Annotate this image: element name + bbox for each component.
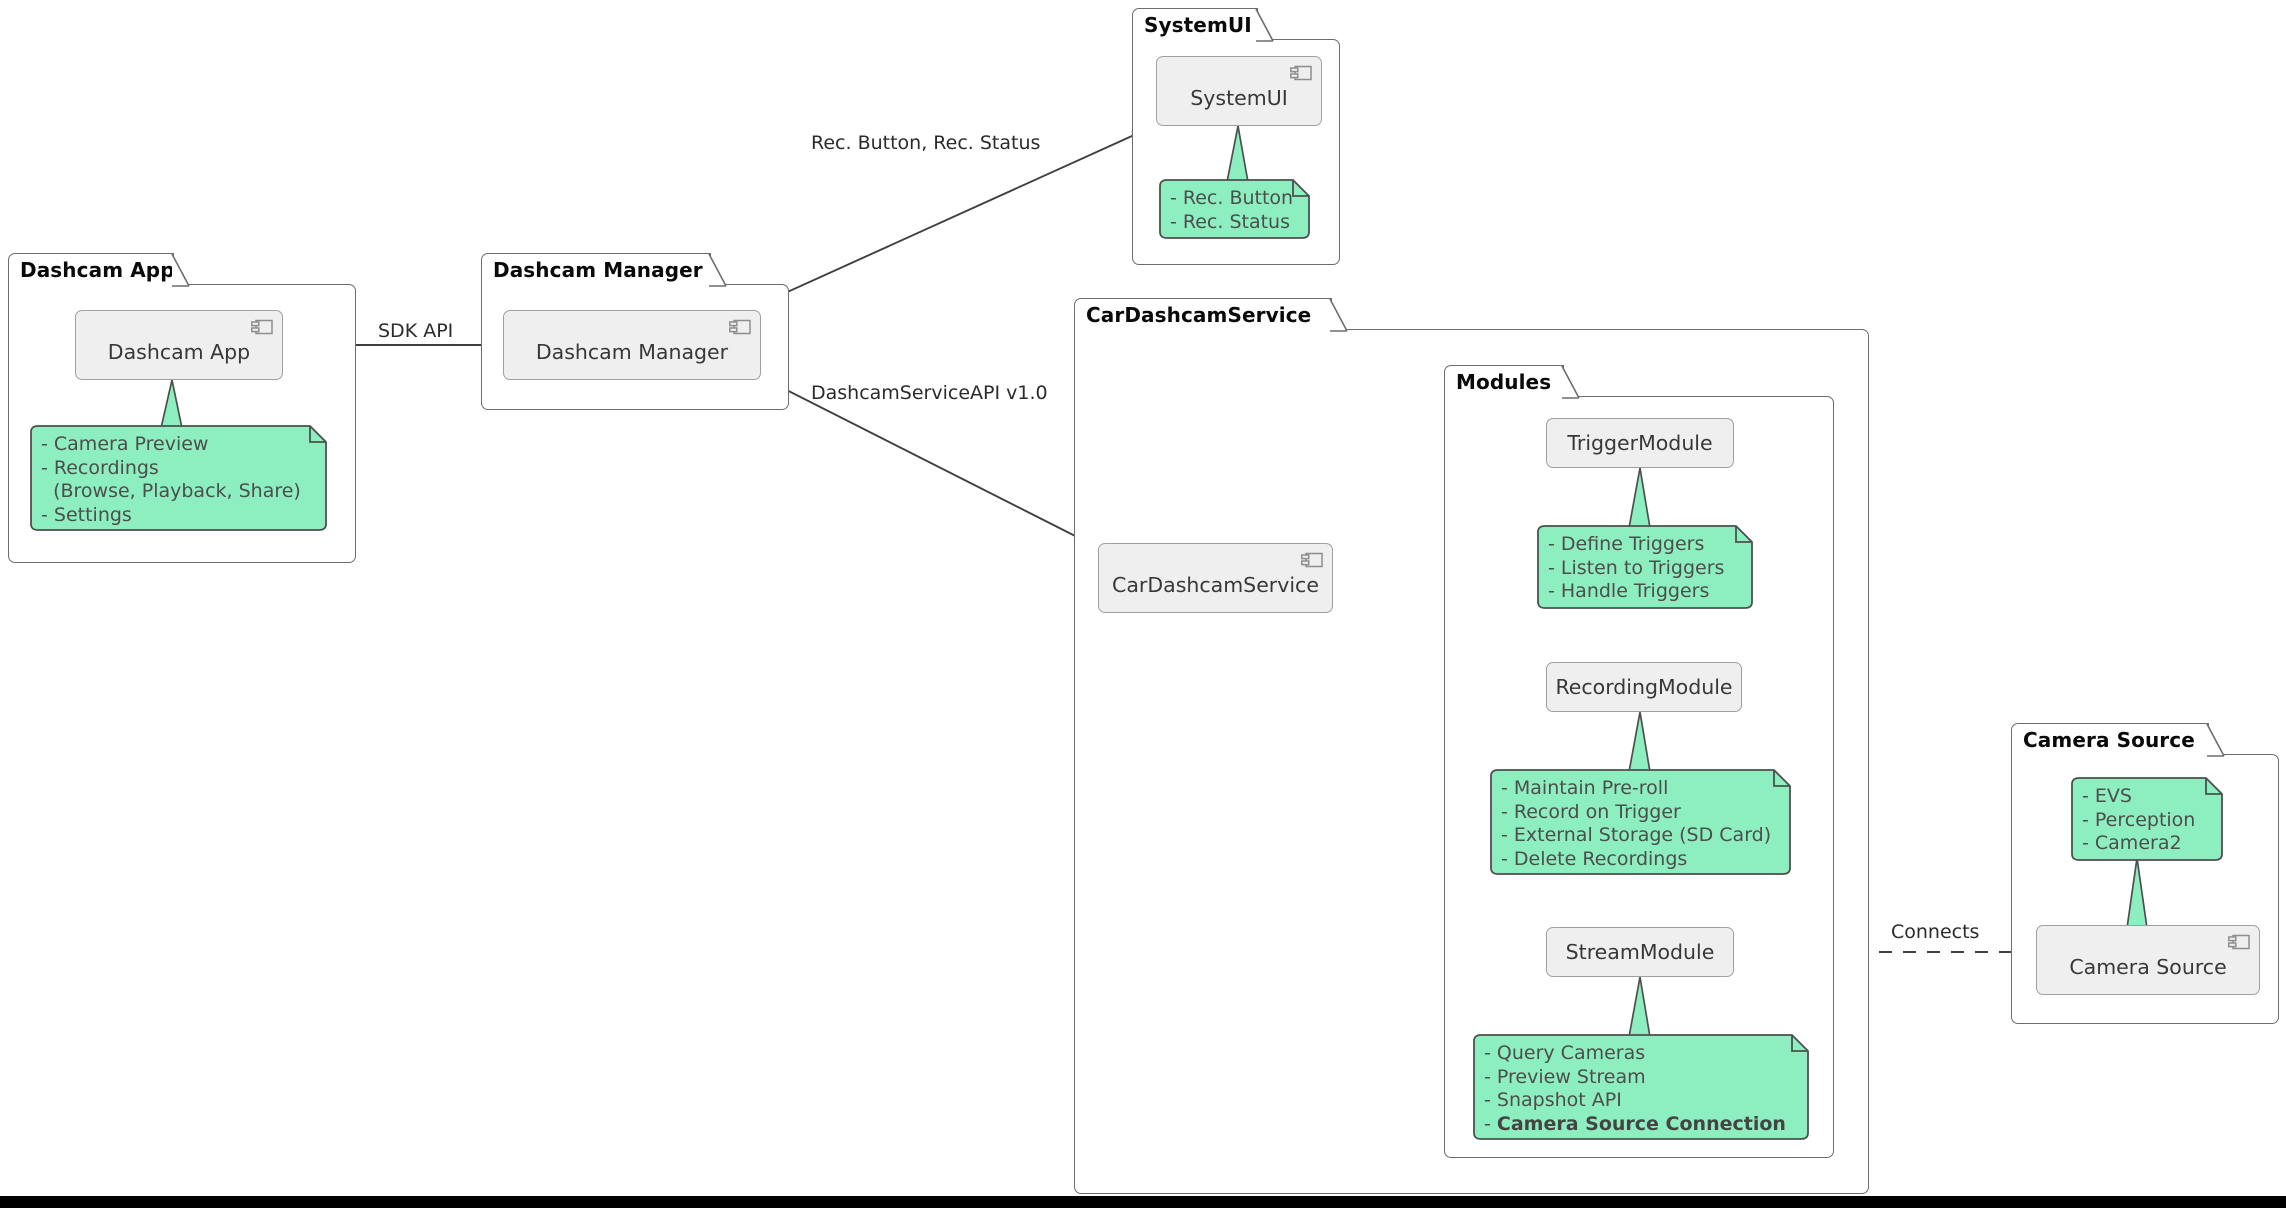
edge-label-connects: Connects: [1891, 921, 1980, 943]
package-notch-icon: [1561, 365, 1580, 399]
note-stream-module: - Query Cameras - Preview Stream - Snaps…: [1470, 1033, 1810, 1141]
package-label-modules: Modules: [1456, 369, 1552, 394]
uml-component-icon: [1290, 65, 1312, 81]
component-trigger-module[interactable]: TriggerModule: [1546, 418, 1734, 468]
note-trigger-module: - Define Triggers - Listen to Triggers -…: [1534, 524, 1754, 610]
component-cardashcamservice[interactable]: CarDashcamService: [1098, 543, 1333, 613]
note-shape: [1490, 769, 1791, 875]
package-notch-icon: [1255, 8, 1274, 42]
note-text-dashcam-app: - Camera Preview - Recordings (Browse, P…: [41, 433, 301, 526]
component-camera-source[interactable]: Camera Source: [2036, 925, 2260, 995]
component-dashcam-manager[interactable]: Dashcam Manager: [503, 310, 761, 380]
edge-label-rec-status: Rec. Button, Rec. Status: [811, 132, 1041, 154]
edge-label-dashcamserviceapi: DashcamServiceAPI v1.0: [811, 382, 1048, 404]
edge-dashcamserviceapi: [756, 374, 1094, 546]
note-text-systemui: - Rec. Button - Rec. Status: [1170, 187, 1294, 233]
note-shape: [2071, 777, 2223, 861]
package-notch-icon: [708, 253, 727, 287]
package-label-systemui: SystemUI: [1144, 12, 1252, 37]
package-label-dashcam-app: Dashcam App: [20, 257, 175, 282]
package-label-cardashcamservice: CarDashcamService: [1086, 302, 1312, 327]
component-label-systemui: SystemUI: [1190, 85, 1288, 110]
package-notch-icon: [1329, 298, 1348, 332]
edge-label-sdk-api: SDK API: [378, 320, 454, 342]
note-dashcam-app: - Camera Preview - Recordings (Browse, P…: [27, 424, 328, 532]
component-label-dashcam-app: Dashcam App: [107, 339, 251, 364]
component-label-recording-module: RecordingModule: [1555, 674, 1733, 699]
note-shape: [1159, 179, 1310, 239]
package-tab-cardashcamservice: CarDashcamService: [1074, 298, 1348, 332]
note-text-recording-module: - Maintain Pre-roll - Record on Trigger …: [1501, 777, 1772, 870]
component-label-cardashcamservice: CarDashcamService: [1112, 572, 1319, 597]
component-label-stream-module: StreamModule: [1565, 939, 1715, 964]
component-dashcam-app[interactable]: Dashcam App: [75, 310, 283, 380]
note-recording-module: - Maintain Pre-roll - Record on Trigger …: [1487, 768, 1792, 876]
package-tab-modules: Modules: [1444, 365, 1580, 399]
uml-component-icon: [1301, 552, 1323, 568]
note-text-camera-source: - EVS - Perception - Camera2: [2082, 785, 2196, 854]
note-shape: [1537, 525, 1753, 609]
uml-component-icon: [729, 319, 751, 335]
package-label-camera-source: Camera Source: [2023, 727, 2195, 752]
package-notch-icon: [171, 253, 190, 287]
edge-rec-status: [729, 130, 1144, 319]
uml-component-icon: [2228, 934, 2250, 950]
note-shape: [30, 425, 327, 531]
package-tab-systemui: SystemUI: [1132, 8, 1274, 42]
note-systemui: - Rec. Button - Rec. Status: [1156, 178, 1311, 240]
package-notch-icon: [2206, 723, 2225, 757]
uml-component-icon: [251, 319, 273, 335]
package-tab-dashcam-app: Dashcam App: [8, 253, 190, 287]
package-tab-dashcam-manager: Dashcam Manager: [481, 253, 727, 287]
component-recording-module[interactable]: RecordingModule: [1546, 662, 1742, 712]
note-camera-source: - EVS - Perception - Camera2: [2068, 776, 2224, 862]
package-label-dashcam-manager: Dashcam Manager: [493, 257, 703, 282]
note-line-bold: Camera Source Connection: [1496, 1112, 1786, 1135]
component-stream-module[interactable]: StreamModule: [1546, 927, 1734, 977]
component-label-trigger-module: TriggerModule: [1567, 430, 1713, 455]
bottom-edge-strip: [0, 1196, 2286, 1208]
note-text-stream-module: - Query Cameras - Preview Stream - Snaps…: [1484, 1042, 1786, 1135]
component-label-camera-source: Camera Source: [2069, 954, 2227, 979]
component-label-dashcam-manager: Dashcam Manager: [535, 339, 729, 364]
component-systemui[interactable]: SystemUI: [1156, 56, 1322, 126]
package-tab-camera-source: Camera Source: [2011, 723, 2225, 757]
note-shape: [1473, 1034, 1809, 1140]
note-text-trigger-module: - Define Triggers - Listen to Triggers -…: [1548, 533, 1725, 602]
